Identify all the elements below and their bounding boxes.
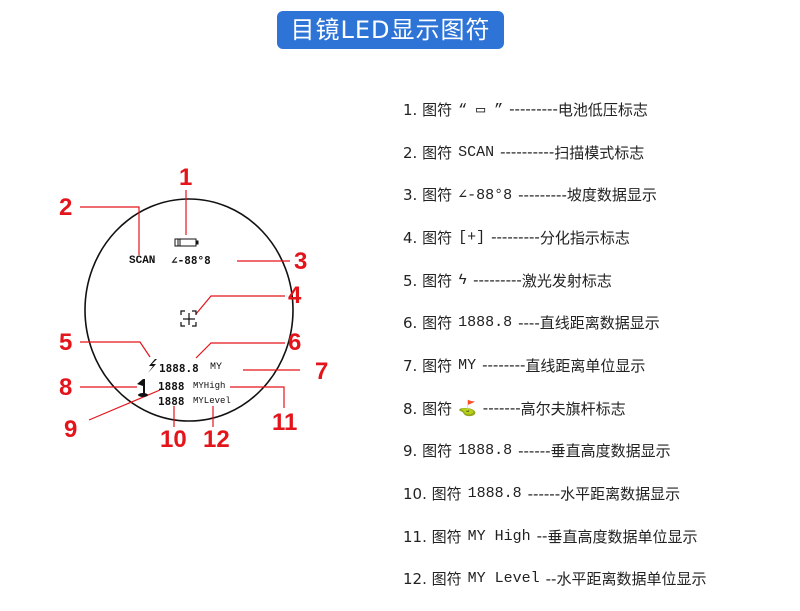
legend-symbol: ϟ xyxy=(458,271,468,289)
legend-item-4: 4. 图符 [+] ---------分化指示标志 xyxy=(403,216,793,259)
legend-item-3: 3. 图符 ∠-88°8 ---------坡度数据显示 xyxy=(403,173,793,216)
legend-index: 3. 图符 xyxy=(403,186,453,205)
legend-desc: 扫描模式标志 xyxy=(554,143,645,162)
callout-3: 3 xyxy=(294,248,308,275)
legend-desc: 水平距离数据单位显示 xyxy=(556,570,707,589)
legend-dash: ------ xyxy=(527,484,561,503)
legend-item-9: 9. 图符 1888.8 ------垂直高度数据显示 xyxy=(403,430,793,473)
legend-desc: 高尔夫旗杆标志 xyxy=(520,399,626,418)
legend-dash: --------- xyxy=(491,228,540,247)
reticle-icon xyxy=(180,310,197,327)
legend-symbol: “ ▭ ” xyxy=(458,101,504,119)
callout-9: 9 xyxy=(64,416,78,443)
callout-11: 11 xyxy=(272,409,298,436)
legend-dash: ------ xyxy=(518,441,551,460)
legend-symbol: MY High xyxy=(467,527,531,545)
line-distance-display: 1888.8 xyxy=(159,362,199,375)
legend-desc: 直线距离单位显示 xyxy=(525,356,646,375)
legend-item-7: 7. 图符 MY --------直线距离单位显示 xyxy=(403,344,793,387)
legend-symbol: 1888.8 xyxy=(458,314,513,332)
scan-indicator: SCAN xyxy=(129,255,156,267)
legend-symbol: 1888.8 xyxy=(467,485,522,503)
legend-dash: ---- xyxy=(518,313,540,332)
legend-desc: 垂直高度数据显示 xyxy=(550,442,671,461)
legend-dash: --------- xyxy=(509,100,558,119)
legend-desc: 电池低压标志 xyxy=(557,100,648,119)
level-display: 1888 xyxy=(158,395,185,408)
legend-desc: 水平距离数据显示 xyxy=(560,485,681,504)
legend-desc: 坡度数据显示 xyxy=(566,186,657,205)
legend-symbol: SCAN xyxy=(458,143,495,161)
legend-symbol: MY xyxy=(458,356,477,374)
callout-5: 5 xyxy=(59,329,73,356)
legend-dash: ------- xyxy=(482,399,521,418)
legend-item-8: 8. 图符 ⛳ -------高尔夫旗杆标志 xyxy=(403,387,793,430)
legend-dash: --------- xyxy=(473,271,522,290)
page-title: 目镜LED显示图符 xyxy=(277,11,504,49)
legend-item-10: 10. 图符 1888.8 ------水平距离数据显示 xyxy=(403,472,793,515)
legend-symbol: [+] xyxy=(458,228,486,246)
legend-dash: -- xyxy=(545,569,557,588)
legend-index: 12. 图符 xyxy=(403,570,462,589)
slope-display: ∠-88°8 xyxy=(171,254,211,267)
legend-dash: --------- xyxy=(518,185,567,204)
legend-symbol: 1888.8 xyxy=(458,442,513,460)
legend-desc: 垂直高度数据单位显示 xyxy=(547,527,698,546)
legend-index: 4. 图符 xyxy=(403,228,453,247)
callout-8: 8 xyxy=(59,374,73,401)
legend-index: 5. 图符 xyxy=(403,271,453,290)
level-unit: MYLevel xyxy=(193,396,231,406)
legend-index: 1. 图符 xyxy=(403,100,453,119)
golf-flag-icon xyxy=(137,379,148,397)
callout-12: 12 xyxy=(203,426,230,453)
callout-6: 6 xyxy=(288,329,302,356)
callout-2: 2 xyxy=(59,194,73,221)
legend-item-11: 11. 图符 MY High --垂直高度数据单位显示 xyxy=(403,515,793,558)
line-distance-unit: MY xyxy=(210,362,223,373)
callout-7: 7 xyxy=(315,358,329,385)
callout-10: 10 xyxy=(160,426,187,453)
laser-icon xyxy=(148,359,157,373)
legend-index: 2. 图符 xyxy=(403,143,453,162)
legend-symbol: ∠-88°8 xyxy=(458,187,513,205)
legend-index: 11. 图符 xyxy=(403,527,462,546)
legend-dash: -- xyxy=(536,527,548,546)
legend-dash: ---------- xyxy=(500,143,555,162)
height-display: 1888 xyxy=(158,380,185,393)
callout-1: 1 xyxy=(179,164,193,191)
callout-4: 4 xyxy=(288,282,302,309)
legend-item-1: 1. 图符 “ ▭ ” ---------电池低压标志 xyxy=(403,88,793,131)
legend-item-6: 6. 图符 1888.8 ----直线距离数据显示 xyxy=(403,301,793,344)
height-unit: MYHigh xyxy=(193,381,226,391)
legend-index: 10. 图符 xyxy=(403,485,462,504)
legend-desc: 直线距离数据显示 xyxy=(539,314,660,333)
legend-item-2: 2. 图符 SCAN ----------扫描模式标志 xyxy=(403,131,793,174)
legend-item-12: 12. 图符 MY Level --水平距离数据单位显示 xyxy=(403,558,793,601)
battery-low-icon xyxy=(174,238,199,247)
legend-index: 8. 图符 xyxy=(403,399,453,418)
legend-item-5: 5. 图符 ϟ ---------激光发射标志 xyxy=(403,259,793,302)
legend-index: 6. 图符 xyxy=(403,314,453,333)
legend-symbol: MY Level xyxy=(467,570,540,588)
legend-desc: 激光发射标志 xyxy=(521,271,612,290)
legend-desc: 分化指示标志 xyxy=(539,228,630,247)
legend-dash: -------- xyxy=(482,356,526,375)
legend-index: 9. 图符 xyxy=(403,442,453,461)
legend-index: 7. 图符 xyxy=(403,356,453,375)
legend-symbol: ⛳ xyxy=(458,400,477,418)
